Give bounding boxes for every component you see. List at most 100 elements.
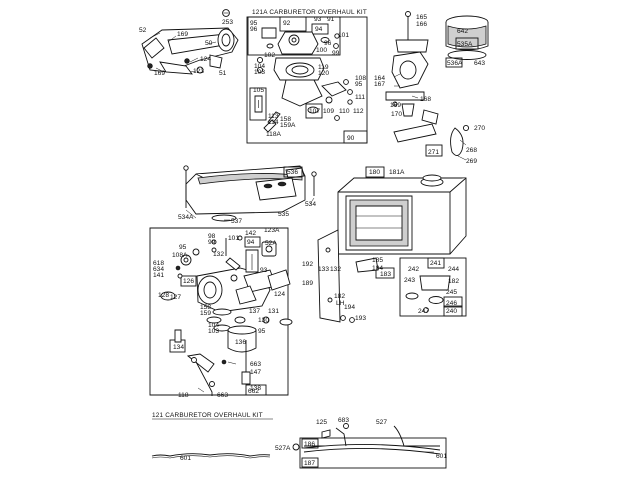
part-label: 246: [446, 300, 457, 307]
sub-box-94b: [244, 236, 261, 248]
part-label: 94: [247, 239, 255, 246]
part-label: 166: [416, 21, 427, 28]
part-label: 127: [170, 294, 181, 301]
part-label: 103: [208, 328, 219, 335]
part-label: 132: [213, 251, 224, 258]
kit-title-121: 121 CARBURETOR OVERHAUL KIT: [152, 412, 263, 419]
part-label: 147: [250, 369, 261, 376]
part-label: 643: [474, 60, 485, 67]
part-label: 108A: [172, 252, 188, 259]
part-label: 124: [274, 291, 285, 298]
part-label: 683: [338, 417, 349, 424]
part-label: 98: [208, 233, 216, 240]
part-label: 118: [178, 392, 189, 399]
part-label: 93: [314, 16, 322, 23]
muffler-bolts: [183, 165, 317, 208]
part-label: 243: [404, 277, 415, 284]
fuel-line: [292, 423, 447, 469]
fuel-pump-box: [399, 257, 467, 317]
throttle-cable: [151, 453, 271, 459]
part-label: 247: [418, 308, 429, 315]
choke-parts: [175, 235, 243, 279]
part-label: 120: [318, 70, 329, 77]
part-label: 194: [344, 304, 355, 311]
part-label: 108: [355, 75, 366, 82]
part-label: 113: [268, 113, 279, 120]
part-label: 125: [316, 419, 327, 426]
part-label: 535A: [457, 41, 473, 48]
air-filter-canister: [445, 15, 489, 68]
part-label: 189: [302, 280, 313, 287]
kit-title-121a: 121A CARBURETOR OVERHAUL KIT: [252, 9, 367, 16]
leader-lines: [149, 32, 467, 453]
kit-box-121: [149, 227, 289, 396]
part-label: 124: [200, 56, 211, 63]
tank-brackets: [317, 229, 379, 323]
part-label: 618: [153, 260, 164, 267]
part-label: 99: [332, 50, 340, 57]
part-label: 123A: [264, 227, 280, 234]
part-label: 159A: [280, 122, 296, 129]
part-label: 136: [235, 339, 246, 346]
part-label: 168: [420, 96, 431, 103]
part-label: 185: [372, 257, 383, 264]
part-label: 662: [248, 388, 259, 395]
part-label: 536A: [447, 60, 463, 67]
part-label: 138: [250, 385, 261, 392]
part-label: 240: [446, 308, 457, 315]
part-label: 137: [249, 308, 260, 315]
part-label: 91: [327, 16, 335, 23]
part-label: 102: [264, 52, 275, 59]
part-label: 110: [339, 108, 350, 115]
part-label: 187: [304, 460, 315, 467]
part-label: 534: [305, 201, 316, 208]
part-label: 165: [416, 14, 427, 21]
part-label: 169: [390, 102, 401, 109]
part-label: 132: [330, 266, 341, 273]
carburetor-upper: [254, 27, 347, 133]
part-label: 123: [193, 68, 204, 75]
part-label: 95: [258, 328, 266, 335]
part-label: 119: [318, 64, 329, 71]
muffler: [185, 165, 306, 222]
part-label: 93: [260, 267, 268, 274]
part-label: 242: [408, 266, 419, 273]
part-label: 182: [334, 293, 345, 300]
part-label: 96: [324, 40, 332, 47]
part-label: 101: [228, 235, 239, 242]
part-label: 241: [430, 260, 441, 267]
part-label: 142: [245, 230, 256, 237]
part-label: 126: [183, 278, 194, 285]
part-label: 663: [250, 361, 261, 368]
part-label: 96: [250, 26, 258, 33]
part-label: 170: [391, 111, 402, 118]
part-label: 193: [355, 315, 366, 322]
part-label: 537: [231, 218, 242, 225]
part-label: 270: [474, 125, 485, 132]
part-label: 131: [268, 308, 279, 315]
part-label: LH: [336, 300, 345, 307]
sub-box-271: [425, 144, 443, 157]
part-label: 192: [302, 261, 313, 268]
part-label: 103: [254, 69, 265, 76]
part-label: 601: [180, 455, 191, 462]
intake-manifold: [141, 27, 239, 75]
part-label: 271: [428, 149, 439, 156]
sub-box-90: [343, 130, 368, 144]
needle-and-link: [186, 340, 251, 396]
sub-box-126: [180, 275, 197, 287]
part-label: 128: [158, 292, 169, 299]
part-label: 130: [258, 317, 269, 324]
part-label: 159: [200, 310, 211, 317]
part-label: 169: [177, 31, 188, 38]
fuel-valve-bracket: [385, 11, 439, 143]
sub-box-92: [279, 16, 307, 32]
part-label: 134: [173, 344, 184, 351]
part-label: 105: [253, 87, 264, 94]
part-label: 99: [208, 239, 216, 246]
part-label: 92: [283, 20, 291, 27]
part-label: 167: [374, 81, 385, 88]
part-label: 51: [219, 70, 227, 77]
